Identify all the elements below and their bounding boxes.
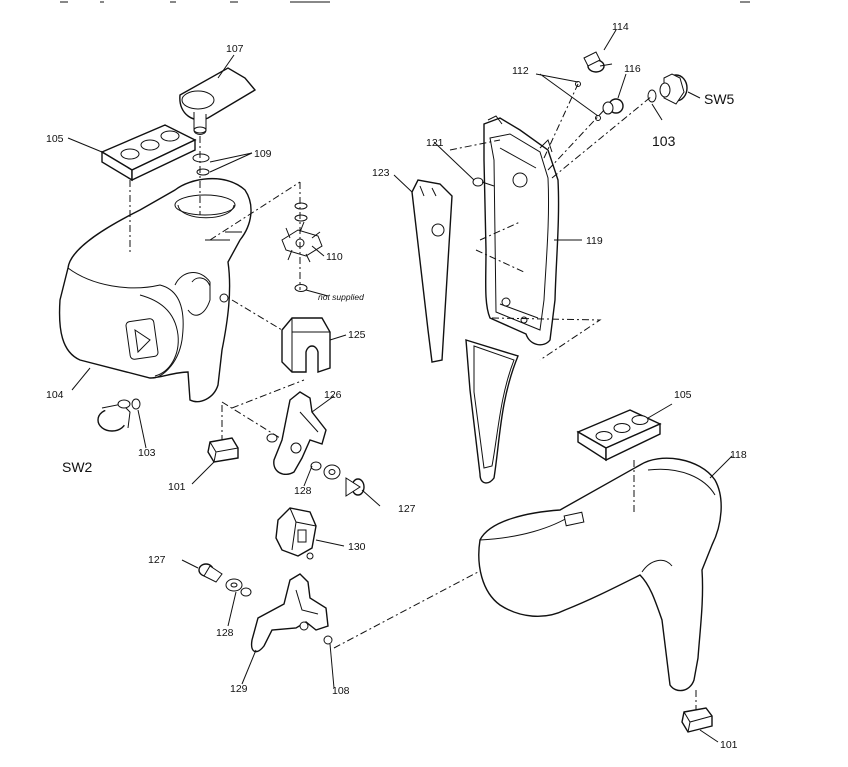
lever-126 [273,391,327,476]
label-128-top: 128 [294,485,312,497]
frame-119 [483,115,560,346]
label-127-top: 127 [398,503,416,515]
label-101-right: 101 [720,739,738,751]
label-114: 114 [612,21,629,33]
housing-104 [58,178,252,403]
label-sw2: SW2 [62,459,93,475]
leader-lines [67,29,733,743]
screw-127-top [345,477,365,497]
o-ring-103-right [647,89,657,103]
label-121: 121 [426,137,444,149]
bracket-125 [281,317,331,373]
label-118: 118 [730,449,747,461]
clip-108 [323,635,333,645]
lever-129 [250,573,329,653]
label-126: 126 [324,389,342,401]
foot-101-right [681,707,713,733]
screw-127-bottom [198,563,223,583]
label-123: 123 [372,167,390,179]
wedge [465,339,519,484]
label-130: 130 [348,541,366,553]
label-119: 119 [586,235,603,247]
label-112: 112 [512,65,529,77]
o-ring-103-left [131,398,141,410]
plate-107 [179,67,257,135]
label-105-left: 105 [46,133,64,145]
label-110: 110 [326,251,343,263]
label-109: 109 [254,148,272,160]
clip-ring [266,433,278,443]
label-129: 129 [230,683,248,695]
label-116: 116 [624,63,641,75]
label-103-right: 103 [652,133,676,149]
pad-105-left [100,124,197,182]
label-128-bottom: 128 [216,627,234,639]
label-101-left: 101 [168,481,186,493]
pin-114 [583,51,613,73]
label-not-supplied: not supplied [318,292,364,302]
washers-128-bottom [225,578,252,597]
label-104: 104 [46,389,64,401]
bushing-116 [602,98,624,115]
label-107: 107 [226,43,244,55]
part-labels: 107 105 109 110 not supplied 125 126 104… [46,21,747,751]
washers-128-top [310,461,341,480]
pad-105-right [576,409,662,462]
housing-118 [478,457,722,692]
button-sw5 [659,73,688,105]
label-127-bottom: 127 [148,554,166,566]
label-125: 125 [348,329,366,341]
foot-101-left [207,437,239,463]
switch-130 [275,507,317,560]
label-105-right: 105 [674,389,692,401]
washers-109 [192,153,210,176]
label-108: 108 [332,685,350,697]
button-sw2 [97,399,131,432]
label-103-left: 103 [138,447,156,459]
screw-121 [472,177,495,187]
blade-123 [411,179,453,363]
part-110 [281,202,323,292]
label-sw5: SW5 [704,91,735,107]
